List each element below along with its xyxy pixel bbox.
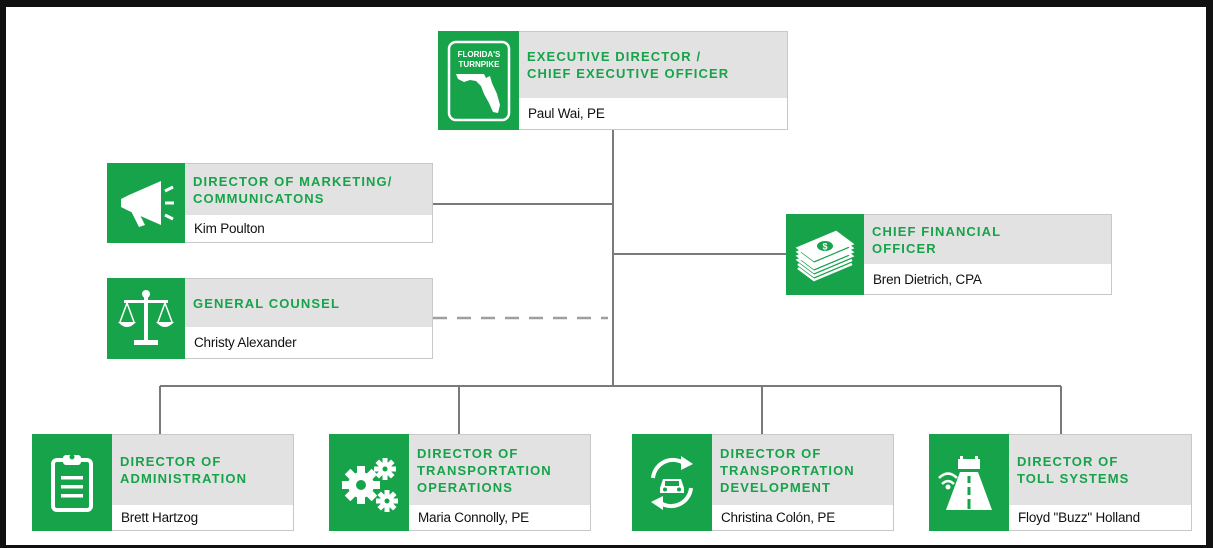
cfo-box: $ CHIEF FINANCIAL OFFICER Bren Dietrich,… — [786, 214, 1112, 295]
marketing-name: Kim Poulton — [194, 221, 265, 236]
car-cycle-icon — [632, 434, 712, 531]
cfo-name: Bren Dietrich, CPA — [873, 271, 982, 287]
admin-name: Brett Hartzog — [121, 510, 198, 525]
marketing-box: DIRECTOR OF MARKETING/ COMMUNICATONS Kim… — [107, 163, 433, 243]
development-text: DIRECTOR OF TRANSPORTATION DEVELOPMENT C… — [712, 434, 894, 531]
development-title: DIRECTOR OF TRANSPORTATION DEVELOPMENT — [712, 435, 893, 505]
ceo-text: EXECUTIVE DIRECTOR / CHIEF EXECUTIVE OFF… — [519, 31, 788, 130]
counsel-text: GENERAL COUNSEL Christy Alexander — [185, 278, 433, 359]
ceo-box: FLORIDA'S TURNPIKE EXECUTIVE DIRECTOR / … — [438, 31, 788, 130]
florida-turnpike-logo-icon: FLORIDA'S TURNPIKE — [438, 31, 519, 130]
development-box: DIRECTOR OF TRANSPORTATION DEVELOPMENT C… — [632, 434, 894, 531]
counsel-name: Christy Alexander — [194, 335, 297, 350]
operations-box: DIRECTOR OF TRANSPORTATION OPERATIONS Ma… — [329, 434, 591, 531]
ceo-title: EXECUTIVE DIRECTOR / CHIEF EXECUTIVE OFF… — [519, 32, 787, 98]
scales-icon — [107, 278, 185, 359]
toll-box: DIRECTOR OF TOLL SYSTEMS Floyd "Buzz" Ho… — [929, 434, 1192, 531]
clipboard-icon — [32, 434, 112, 531]
admin-title: DIRECTOR OF ADMINISTRATION — [112, 435, 293, 505]
operations-name: Maria Connolly, PE — [418, 510, 529, 525]
toll-text: DIRECTOR OF TOLL SYSTEMS Floyd "Buzz" Ho… — [1009, 434, 1192, 531]
toll-title: DIRECTOR OF TOLL SYSTEMS — [1009, 435, 1191, 505]
counsel-box: GENERAL COUNSEL Christy Alexander — [107, 278, 433, 359]
logo-text-floridas: FLORIDA'S — [457, 50, 500, 59]
marketing-text: DIRECTOR OF MARKETING/ COMMUNICATONS Kim… — [185, 163, 433, 243]
admin-text: DIRECTOR OF ADMINISTRATION Brett Hartzog — [112, 434, 294, 531]
money-stack-icon: $ — [786, 214, 864, 295]
marketing-title: DIRECTOR OF MARKETING/ COMMUNICATONS — [185, 164, 432, 215]
admin-box: DIRECTOR OF ADMINISTRATION Brett Hartzog — [32, 434, 294, 531]
svg-text:$: $ — [822, 241, 827, 251]
operations-title: DIRECTOR OF TRANSPORTATION OPERATIONS — [409, 435, 590, 505]
cfo-title: CHIEF FINANCIAL OFFICER — [864, 215, 1111, 264]
logo-text-turnpike: TURNPIKE — [458, 60, 500, 69]
toll-name: Floyd "Buzz" Holland — [1018, 510, 1140, 525]
megaphone-icon — [107, 163, 185, 243]
operations-text: DIRECTOR OF TRANSPORTATION OPERATIONS Ma… — [409, 434, 591, 531]
counsel-title: GENERAL COUNSEL — [185, 279, 432, 327]
toll-road-icon — [929, 434, 1009, 531]
gears-icon — [329, 434, 409, 531]
development-name: Christina Colón, PE — [721, 510, 836, 525]
cfo-text: CHIEF FINANCIAL OFFICER Bren Dietrich, C… — [864, 214, 1112, 295]
ceo-name: Paul Wai, PE — [528, 106, 605, 121]
